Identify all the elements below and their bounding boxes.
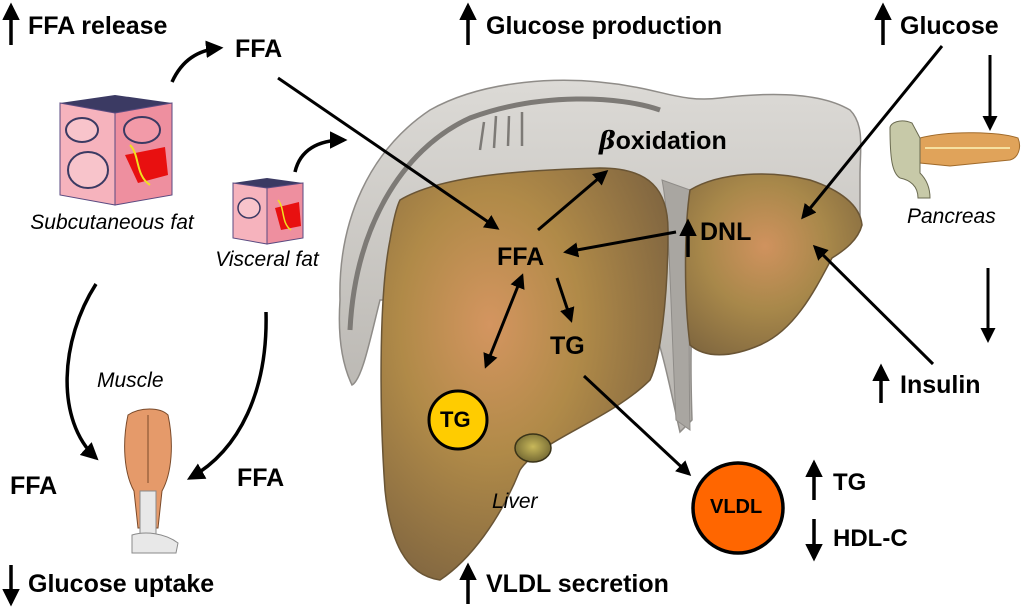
lipid-effect-hdl-label: HDL-C — [833, 525, 908, 552]
glucose-label: Glucose — [900, 12, 999, 40]
liver-illustration — [338, 79, 863, 581]
pathway-arrows — [65, 40, 998, 480]
arrow-subcutaneous-to-muscle — [65, 283, 99, 461]
arrow-ffa-to-beta-oxidation — [537, 170, 609, 232]
arrow-tg-to-vldl — [582, 374, 692, 477]
arrow-visceral-to-liver — [293, 131, 348, 173]
visceral-fat-illustration — [232, 178, 304, 245]
gallbladder — [514, 433, 552, 463]
vldl-circle — [691, 461, 785, 555]
ffa-released-label: FFA — [235, 35, 283, 63]
arrow-dnl-to-ffa — [563, 230, 677, 258]
tg-storage-circle — [427, 389, 489, 451]
liver-capsule-fold — [347, 96, 661, 331]
arrow-visceral-to-muscle — [186, 311, 268, 480]
pancreas-illustration — [889, 120, 1021, 199]
glucose-production-label: Glucose production — [486, 12, 723, 40]
beta-oxidation-label: βoxidation — [599, 128, 727, 154]
indicator-arrows — [2, 2, 892, 607]
ffa-muscle-left-label: FFA — [10, 472, 58, 500]
subcutaneous-fat-illustration — [59, 95, 173, 206]
liver-right-lobe — [380, 167, 669, 581]
arrow-subcutaneous-to-ffa — [170, 40, 224, 83]
vldl-label: VLDL — [710, 496, 763, 518]
dnl-label: DNL — [700, 218, 752, 246]
ffa-release-label: FFA release — [28, 12, 168, 40]
liver-tg-label: TG — [550, 332, 585, 360]
muscle-label: Muscle — [97, 369, 164, 392]
glucose-uptake-label: Glucose uptake — [28, 570, 215, 598]
arrow-insulin-to-dnl — [812, 244, 935, 366]
liver-ffa-label: FFA — [497, 243, 545, 271]
tg-storage-label: TG — [440, 407, 471, 432]
arrow-ffa-tg-storage — [483, 273, 525, 369]
liver-label: Liver — [492, 490, 538, 513]
oxidation-text: oxidation — [615, 127, 727, 155]
arrow-glucose-to-dnl — [801, 45, 944, 220]
vldl-secretion-label: VLDL secretion — [486, 570, 669, 598]
insulin-label: Insulin — [900, 371, 981, 399]
arrow-ffa-to-liver — [277, 76, 500, 230]
lipid-effect-tg-label: TG — [833, 469, 867, 496]
ffa-muscle-right-label: FFA — [237, 464, 285, 492]
arrow-ffa-to-tg — [555, 277, 575, 323]
beta-symbol: β — [599, 126, 616, 155]
muscle-illustration — [124, 408, 179, 554]
visceral-fat-label: Visceral fat — [215, 248, 319, 271]
pancreas-label: Pancreas — [907, 205, 996, 228]
liver-left-lobe — [684, 173, 863, 356]
subcutaneous-fat-label: Subcutaneous fat — [30, 211, 194, 234]
